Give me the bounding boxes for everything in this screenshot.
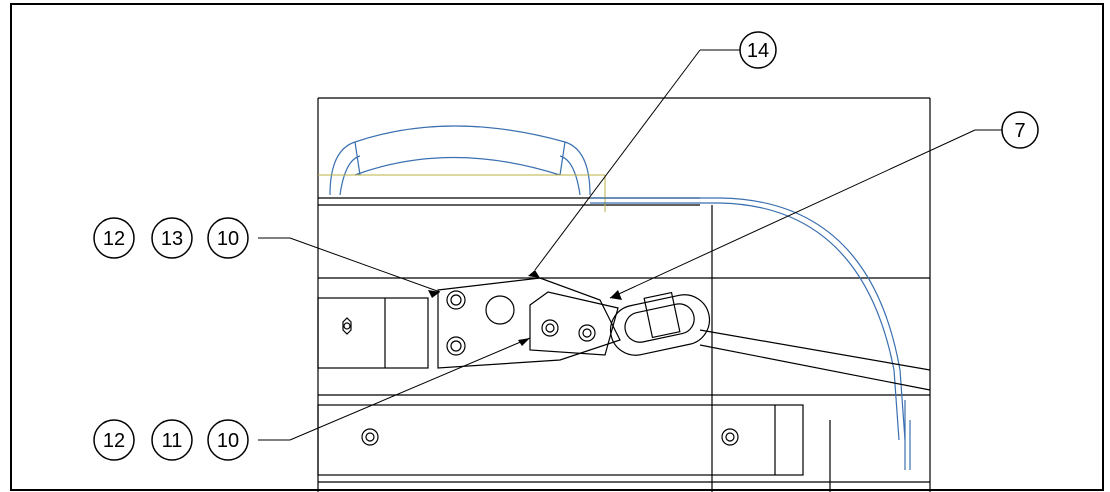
balloon xyxy=(207,217,249,259)
balloon xyxy=(93,217,135,259)
plate-hole xyxy=(485,295,515,325)
handle xyxy=(329,125,591,196)
housing xyxy=(317,97,931,492)
balloon xyxy=(151,217,193,259)
balloon xyxy=(1001,111,1039,149)
bolt-upper-left xyxy=(446,290,466,310)
balloon-label: 12 xyxy=(103,228,125,250)
balloon xyxy=(93,419,135,461)
leader-arrowheads xyxy=(428,270,622,346)
balloon xyxy=(207,419,249,461)
latch-bracket xyxy=(529,291,619,356)
balloon-label: 13 xyxy=(161,228,183,250)
balloon-label: 12 xyxy=(103,430,125,452)
hex-screw-left xyxy=(342,317,352,335)
balloon xyxy=(151,419,193,461)
balloon xyxy=(739,31,777,69)
balloon-label: 14 xyxy=(747,40,769,62)
balloon-label: 11 xyxy=(162,430,183,452)
balloon-label: 7 xyxy=(1014,120,1025,142)
bolt-bracket-1 xyxy=(541,319,559,337)
drawing-border xyxy=(10,3,1104,491)
leader-lines xyxy=(258,49,1002,441)
callout-right: 7 xyxy=(1001,111,1039,149)
shackle xyxy=(609,291,931,391)
bolt-lower-left xyxy=(446,336,466,356)
bolt-bracket-2 xyxy=(578,324,596,342)
balloon-label: 10 xyxy=(217,430,239,452)
balloon-label: 10 xyxy=(217,228,239,250)
corner-profile xyxy=(590,197,911,470)
left-block xyxy=(317,297,429,369)
callout-lower-left: 12 11 10 xyxy=(93,419,249,461)
handle-base xyxy=(318,174,606,212)
callout-top: 14 xyxy=(739,31,777,69)
callout-upper-left: 12 13 10 xyxy=(93,217,249,259)
lower-bar xyxy=(317,404,804,476)
